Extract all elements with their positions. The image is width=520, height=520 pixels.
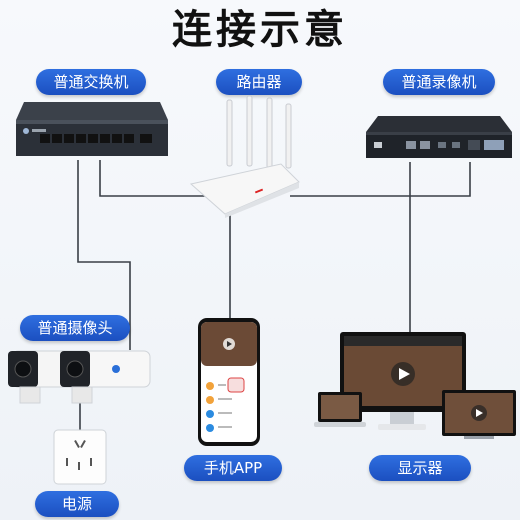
switch-device [16,102,168,156]
nvr-device [366,116,512,158]
label-monitor: 显示器 [369,455,471,481]
power-outlet-icon [53,429,107,485]
label-power: 电源 [35,491,119,517]
wire-switch-camera [77,160,131,350]
phone-device [198,318,260,446]
cameras-device [8,350,151,404]
router-device [189,95,300,218]
label-switch: 普通交换机 [36,69,146,95]
label-router: 路由器 [216,69,302,95]
wire-switch-router [99,160,210,197]
label-phone: 手机APP [184,455,282,481]
label-camera: 普通摄像头 [20,315,130,341]
monitor-device [314,332,516,439]
page-title: 连接示意 [172,7,348,53]
label-nvr: 普通录像机 [383,69,495,95]
wire-router-nvr [290,162,471,197]
